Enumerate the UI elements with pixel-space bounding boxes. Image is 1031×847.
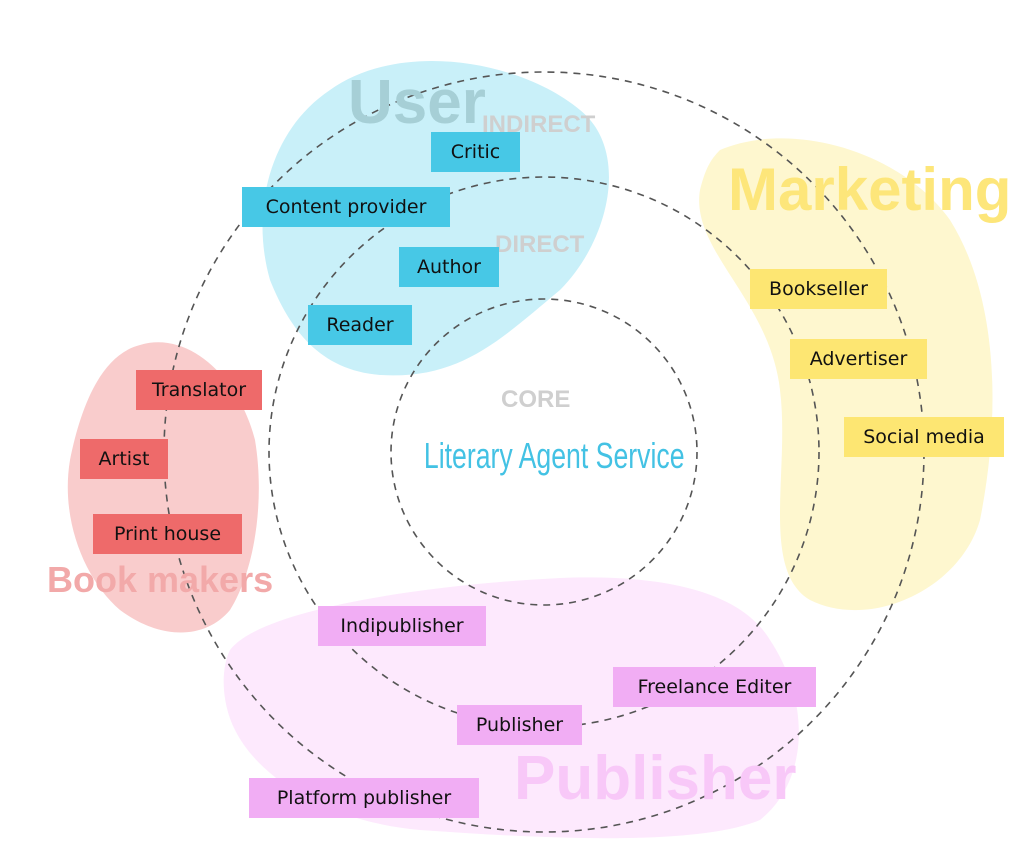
core-service-title: Literary Agent Service — [423, 435, 685, 476]
stakeholder-freelance-editer: Freelance Editer — [613, 667, 816, 707]
stakeholder-reader: Reader — [308, 305, 412, 345]
core-label: CORE — [501, 386, 571, 413]
stakeholder-print-house: Print house — [93, 514, 242, 554]
stakeholder-platform-publisher: Platform publisher — [249, 778, 479, 818]
core-ring — [390, 298, 698, 606]
stakeholder-publisher: Publisher — [457, 705, 582, 745]
user-group-title: User — [348, 68, 486, 137]
stakeholder-translator: Translator — [136, 370, 262, 410]
stakeholder-bookseller: Bookseller — [750, 269, 887, 309]
direct-ring-label: DIRECT — [495, 231, 585, 258]
stakeholder-artist: Artist — [80, 439, 168, 479]
publisher-group-title: Publisher — [514, 744, 797, 813]
book-makers-group-title: Book makers — [47, 559, 274, 600]
stakeholder-social-media: Social media — [844, 417, 1004, 457]
book-makers-group-blob — [67, 342, 259, 633]
marketing-group-title: Marketing — [728, 156, 1012, 223]
stakeholder-content-provider: Content provider — [242, 187, 450, 227]
stakeholder-indipublisher: Indipublisher — [318, 606, 486, 646]
stakeholder-critic: Critic — [431, 132, 520, 172]
stakeholder-author: Author — [399, 247, 499, 287]
stakeholder-advertiser: Advertiser — [790, 339, 927, 379]
